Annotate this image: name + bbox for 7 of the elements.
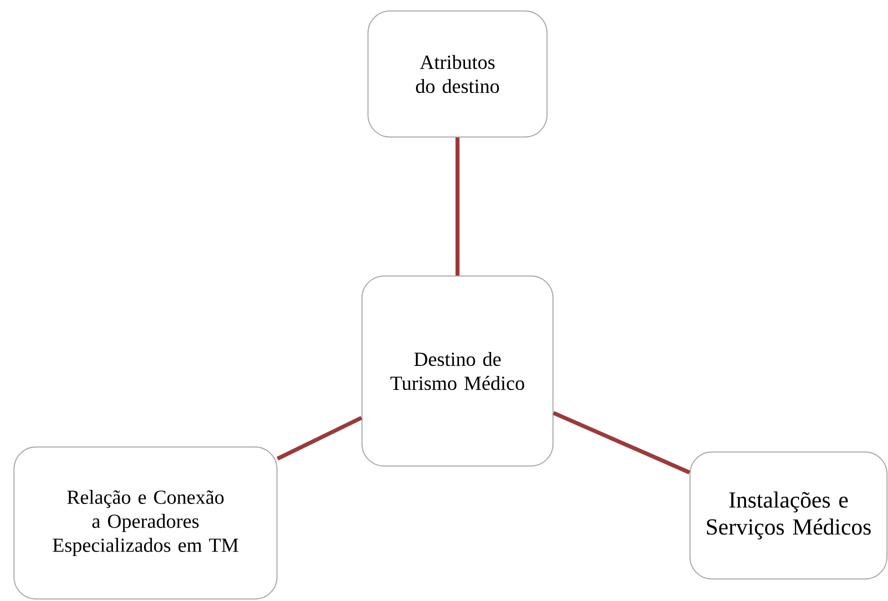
rounded-box: Instalações e Serviços Médicos [690, 452, 888, 580]
connector-line [276, 416, 362, 460]
rounded-box: Relação e Conexão a Operadores Especializados em TM [14, 446, 278, 600]
rounded-box: Atributos do destino [368, 10, 548, 138]
rounded-box: Destino de Turismo Médico [362, 276, 554, 466]
connector-line [456, 138, 460, 276]
connector-line [552, 411, 690, 474]
